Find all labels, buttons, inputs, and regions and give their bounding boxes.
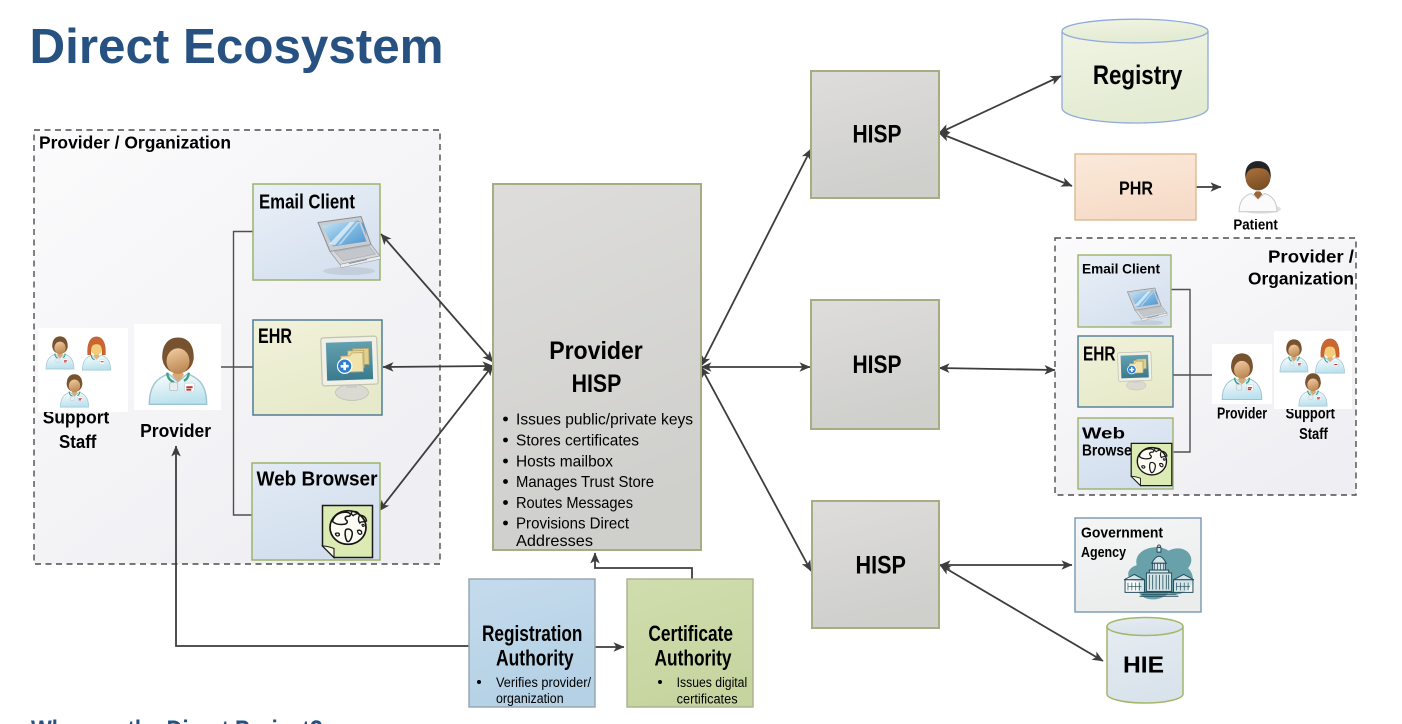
svg-text:Provider: Provider [1217, 405, 1267, 422]
svg-text:Manages Trust Store: Manages Trust Store [516, 474, 654, 491]
svg-text:Issues digital: Issues digital [677, 675, 748, 690]
svg-text:Why use the Direct Project?: Why use the Direct Project? [31, 715, 323, 724]
svg-text:HIE: HIE [1123, 652, 1164, 678]
svg-text:Provider / Organization: Provider / Organization [39, 133, 231, 153]
svg-text:Provider: Provider [549, 337, 643, 365]
svg-text:Hosts mailbox: Hosts mailbox [516, 454, 613, 471]
svg-text:Support: Support [1286, 405, 1335, 422]
svg-text:Staff: Staff [59, 432, 97, 452]
svg-text:Registry: Registry [1093, 60, 1183, 90]
svg-text:PHR: PHR [1119, 179, 1153, 199]
svg-text:EHR: EHR [1083, 343, 1116, 366]
svg-text:Government: Government [1081, 525, 1163, 542]
svg-text:Registration: Registration [482, 621, 582, 646]
svg-text:Provider /: Provider / [1268, 247, 1354, 267]
svg-text:Web: Web [1082, 426, 1125, 443]
svg-text:Browser: Browser [1082, 443, 1137, 460]
svg-text:Authority: Authority [496, 646, 574, 671]
svg-text:Organization: Organization [1248, 269, 1354, 289]
svg-text:Email Client: Email Client [1082, 262, 1160, 278]
svg-text:Provisions Direct: Provisions Direct [516, 516, 630, 533]
svg-text:HISP: HISP [572, 370, 622, 398]
svg-text:Support: Support [43, 408, 110, 428]
svg-text:Direct Ecosystem: Direct Ecosystem [30, 20, 444, 74]
svg-text:Routes Messages: Routes Messages [516, 495, 633, 512]
svg-text:Provider: Provider [140, 421, 211, 441]
svg-text:Stores certificates: Stores certificates [516, 433, 639, 450]
svg-text:certificates: certificates [677, 692, 738, 707]
svg-text:Addresses: Addresses [516, 533, 593, 550]
svg-text:Email Client: Email Client [259, 191, 355, 213]
svg-text:Verifies provider/: Verifies provider/ [496, 675, 591, 690]
svg-text:EHR: EHR [258, 325, 292, 348]
svg-text:Agency: Agency [1081, 544, 1127, 561]
svg-text:organization: organization [496, 691, 564, 706]
svg-text:Staff: Staff [1299, 426, 1328, 443]
svg-text:Certificate: Certificate [648, 621, 733, 646]
svg-text:Authority: Authority [655, 646, 733, 671]
svg-text:HISP: HISP [853, 120, 902, 148]
svg-text:HISP: HISP [853, 351, 902, 379]
svg-text:Issues public/private keys: Issues public/private keys [516, 412, 693, 429]
svg-text:Patient: Patient [1233, 218, 1278, 234]
svg-text:Web Browser: Web Browser [257, 469, 378, 491]
svg-text:HISP: HISP [856, 552, 906, 580]
